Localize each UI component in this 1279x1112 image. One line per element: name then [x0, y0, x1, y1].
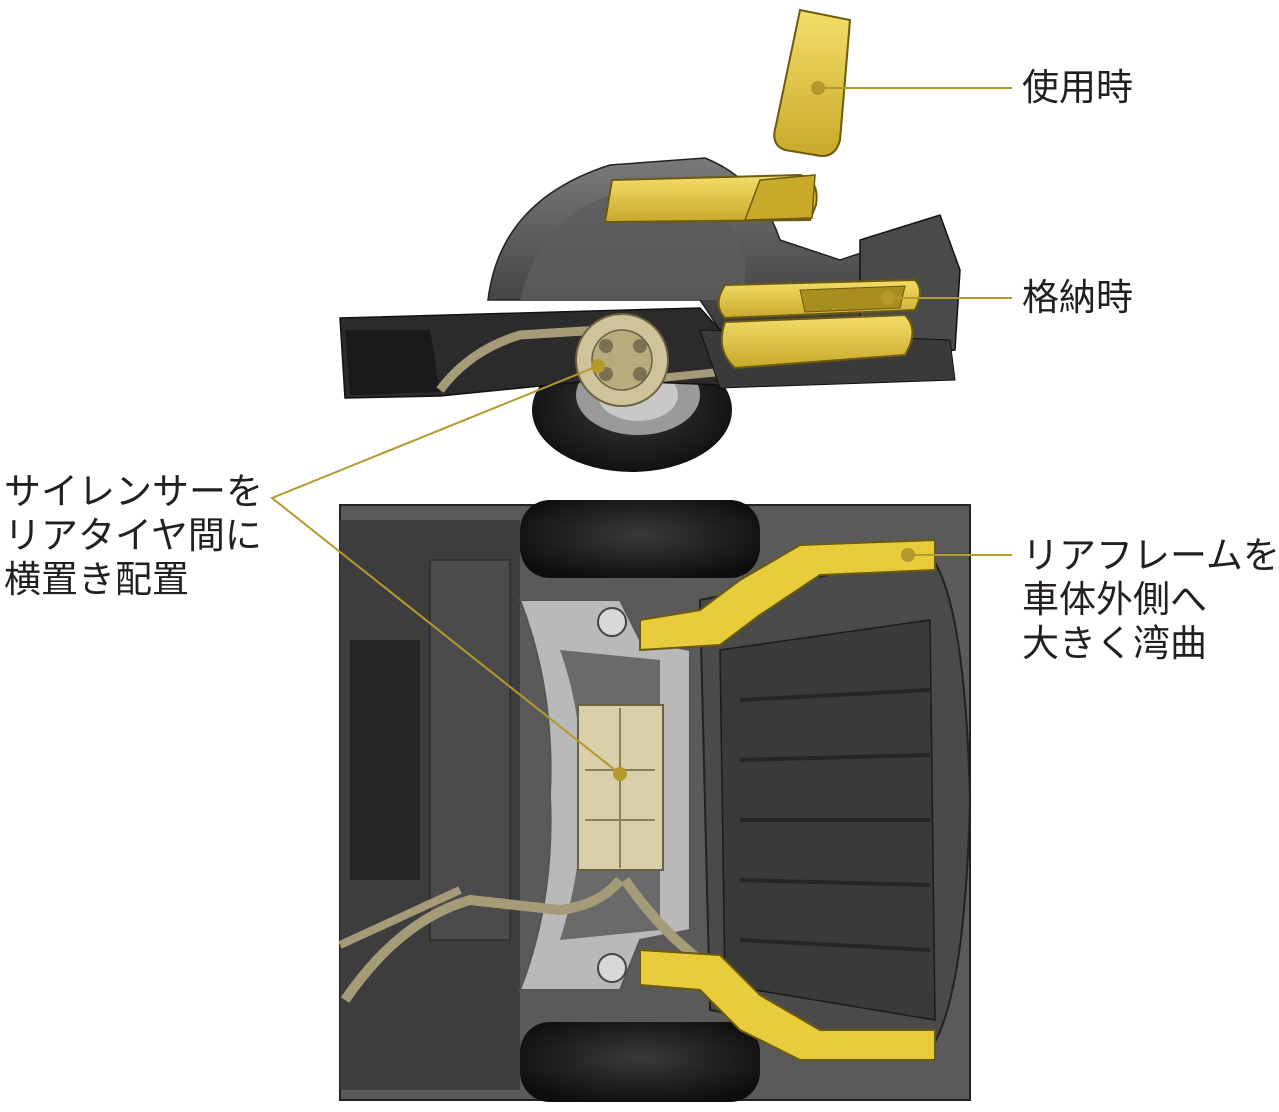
label-line: 使用時 [1022, 66, 1133, 109]
silencer-icon [575, 313, 669, 407]
callout-dot-icon [811, 81, 825, 95]
seat-stowed [717, 278, 921, 370]
tire-icon [520, 500, 760, 578]
silencer-icon [577, 704, 664, 871]
callouts [270, 87, 1012, 775]
callout-dot-icon [901, 548, 915, 562]
callout-dot-icon [613, 767, 627, 781]
label-line: 格納時 [1022, 276, 1133, 319]
label-line: 横置き配置 [4, 558, 189, 601]
label-line: 車体外側へ [1022, 578, 1207, 621]
label-seat-stowed: 格納時 [1022, 276, 1133, 320]
callout-dot-icon [591, 359, 605, 373]
label-line: 大きく湾曲 [1022, 622, 1207, 665]
label-line: サイレンサーを [4, 470, 263, 513]
underbody-view [338, 500, 972, 1102]
rear-frame [639, 538, 936, 1061]
tire-icon [520, 1022, 760, 1102]
label-silencer: サイレンサーを リアタイヤ間に 横置き配置 [4, 470, 263, 602]
seat-in-use [603, 8, 852, 224]
side-view [339, 8, 961, 472]
label-rear-frame: リアフレームを 車体外側へ 大きく湾曲 [1022, 534, 1279, 666]
label-line: リアフレームを [1022, 534, 1279, 577]
label-seat-in-use: 使用時 [1022, 66, 1133, 110]
label-line: リアタイヤ間に [4, 514, 262, 557]
callout-dot-icon [881, 291, 895, 305]
seat-icon [773, 8, 852, 157]
